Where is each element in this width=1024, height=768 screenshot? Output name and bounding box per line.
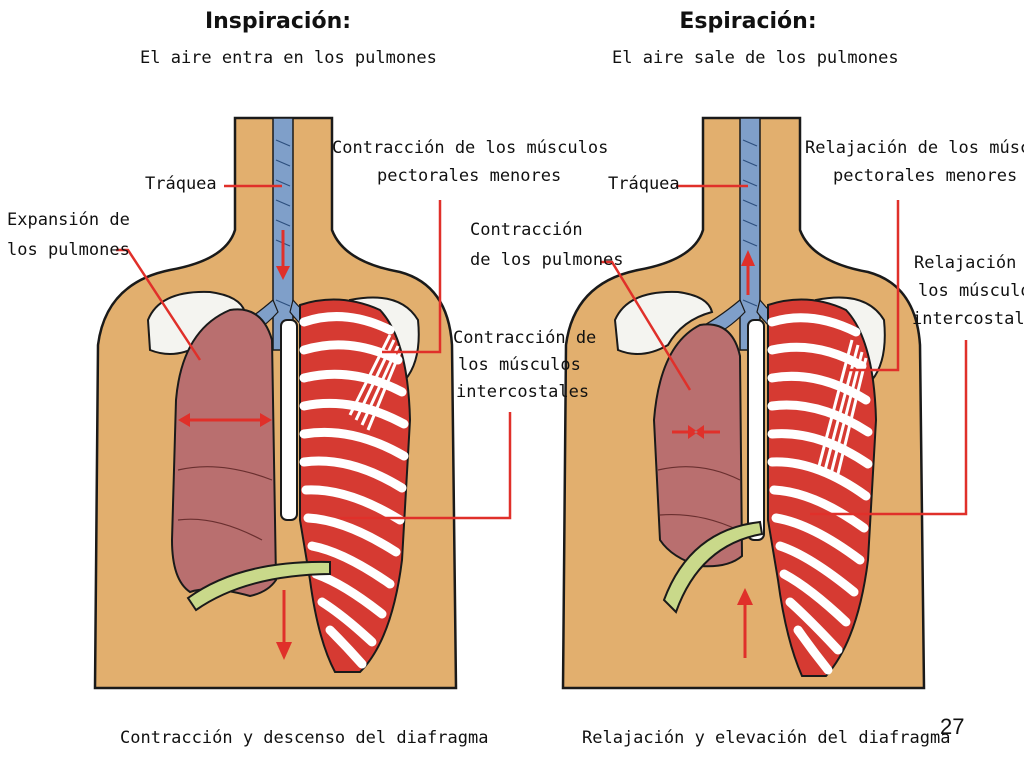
trachea — [739, 117, 761, 351]
inspiration-pectoral-label-line2: pectorales menores — [377, 166, 562, 186]
intercostal-fibres — [348, 334, 402, 431]
trachea-rings — [742, 139, 758, 307]
page-number: 27 — [940, 714, 965, 739]
ribs — [299, 312, 409, 669]
inspiration-title: Inspiración: — [204, 9, 352, 34]
trachea-up-arrowhead — [741, 250, 755, 266]
left-lung — [170, 308, 278, 598]
lung-contraction-arrowheads — [688, 425, 704, 439]
expiration-title: Espiración: — [679, 9, 817, 34]
inspiration-lung-label-line2: los pulmones — [7, 240, 130, 260]
inspiration-intercostal-label-line3: intercostales — [456, 382, 590, 402]
expiration-leaders — [600, 184, 968, 516]
expiration-torso — [561, 116, 968, 690]
expiration-pectoral-label-line1: Relajación de los músculos — [805, 138, 1024, 158]
inspiration-leaders — [116, 184, 512, 520]
inspiration-torso — [93, 116, 512, 690]
expiration-intercostal-label-line3: intercostales — [912, 309, 1024, 329]
expiration-lung-label-line1: Contracción — [470, 220, 583, 240]
inspiration-caption: Contracción y descenso del diafragma — [120, 728, 489, 748]
inspiration-subtitle: El aire entra en los pulmones — [140, 48, 437, 68]
inspiration-intercostal-label-line1: Contracción de — [453, 328, 597, 348]
inspiration-trachea-label: Tráquea — [145, 174, 217, 194]
lung-lobe-lines — [177, 466, 273, 541]
expiration-trachea-label: Tráquea — [608, 174, 680, 194]
expiration-lung-label-line2: de los pulmones — [470, 250, 624, 270]
expiration-pectoral-label-line2: pectorales menores — [833, 166, 1018, 186]
diaphragm-down-arrowhead — [276, 642, 292, 660]
expiration-intercostal-label-line1: Relajación de — [914, 253, 1024, 273]
expiration-caption: Relajación y elevación del diafragma — [582, 728, 951, 748]
trachea-rings — [275, 139, 291, 307]
expiration-intercostal-label-line2: los músculos — [918, 281, 1024, 301]
inspiration-lung-label-line1: Expansión de — [7, 210, 130, 230]
inspiration-pectoral-label-line1: Contracción de los músculos — [332, 138, 609, 158]
sternum — [280, 319, 298, 521]
diaphragm — [186, 560, 331, 612]
diaphragm-up-arrowhead — [737, 588, 753, 605]
lung-lobe-lines — [657, 466, 741, 531]
sternum — [747, 319, 765, 541]
expiration-subtitle: El aire sale de los pulmones — [612, 48, 899, 68]
intercostal-fibres — [816, 339, 868, 483]
ribs — [767, 313, 873, 675]
diaphragm — [662, 520, 764, 614]
trachea-down-arrowhead — [276, 266, 290, 280]
inspiration-intercostal-label-line2: los músculos — [458, 355, 581, 375]
